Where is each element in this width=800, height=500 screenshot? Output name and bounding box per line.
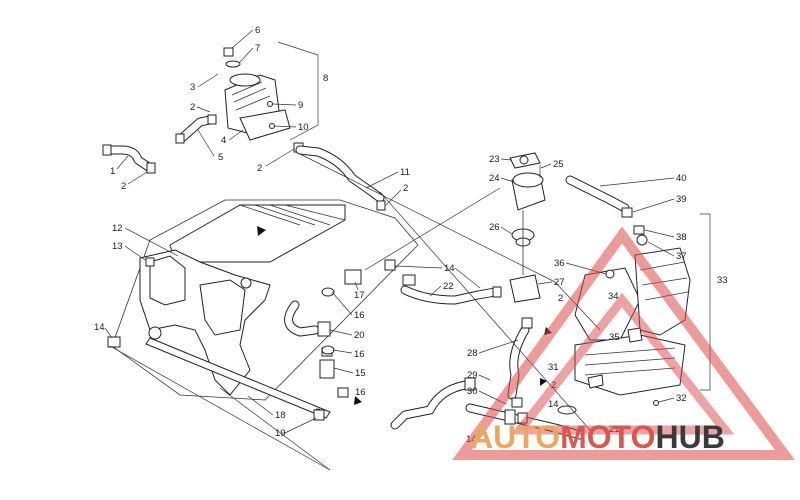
callout-16: 16 [354, 310, 365, 321]
callout-39: 39 [676, 194, 687, 205]
callout-32: 32 [676, 393, 687, 404]
callout-5: 5 [218, 152, 223, 163]
callout-25: 25 [553, 159, 564, 170]
watermark-moto: MOTO [560, 419, 655, 455]
callout-13: 13 [112, 241, 123, 252]
arrow-icon [540, 378, 547, 386]
callout-19: 19 [275, 428, 286, 439]
callout-20: 20 [354, 330, 365, 341]
callout-2: 2 [190, 102, 195, 113]
callout-37: 37 [676, 251, 687, 262]
arrow-markers [257, 226, 552, 405]
callout-16: 16 [354, 349, 365, 360]
callout-10: 10 [298, 122, 309, 133]
callout-17: 17 [354, 290, 365, 301]
callout-27: 27 [554, 277, 565, 288]
callout-22: 22 [443, 281, 454, 292]
callout-12: 12 [112, 223, 123, 234]
svg-text:AUTOMOTOHUB: AUTOMOTOHUB [470, 419, 725, 455]
callout-8: 8 [323, 73, 328, 84]
callout-36: 36 [554, 258, 565, 269]
callout-11: 11 [400, 167, 410, 178]
watermark-triangle-inner [510, 292, 735, 435]
callout-2: 2 [558, 293, 563, 304]
callout-35: 35 [609, 332, 620, 343]
callout-38: 38 [676, 232, 687, 243]
callout-7: 7 [255, 43, 260, 54]
callout-24: 24 [489, 173, 500, 184]
callout-2: 2 [121, 181, 126, 192]
callout-9: 9 [298, 100, 303, 111]
reservoir-assembly [102, 47, 304, 174]
callout-16: 16 [355, 387, 366, 398]
arrow-icon [354, 396, 362, 405]
callout-2: 2 [403, 183, 408, 194]
callout-26: 26 [489, 222, 500, 233]
arrow-icon [257, 226, 266, 236]
callout-23: 23 [489, 154, 500, 165]
callout-14: 14 [548, 399, 559, 410]
callout-6: 6 [255, 25, 260, 36]
callout-3: 3 [190, 82, 195, 93]
callout-40: 40 [676, 173, 687, 184]
callout-14: 14 [94, 322, 105, 333]
thermostat-assembly [509, 152, 546, 303]
watermark-hub: HUB [655, 419, 724, 455]
frame-assembly [111, 199, 419, 421]
callout-labels: 1 2 2 2 2 2 2 3 4 5 6 7 8 9 10 [94, 25, 728, 445]
callout-2: 2 [257, 163, 262, 174]
callout-34: 34 [608, 291, 619, 302]
callout-1: 1 [110, 166, 115, 177]
callout-30: 30 [467, 386, 478, 397]
callout-18: 18 [275, 410, 286, 421]
callout-28: 28 [467, 348, 478, 359]
callout-14: 14 [444, 263, 455, 274]
callout-33: 33 [717, 275, 728, 286]
watermark-auto: AUTO [470, 419, 560, 455]
watermark-triangle-outer [452, 226, 795, 460]
watermark-logo: AUTOMOTOHUB [452, 226, 795, 460]
callout-29: 29 [467, 370, 478, 381]
callout-31: 31 [548, 362, 559, 373]
callout-15: 15 [355, 368, 366, 379]
front-hose-14 [107, 336, 121, 348]
callout-4: 4 [221, 135, 226, 146]
